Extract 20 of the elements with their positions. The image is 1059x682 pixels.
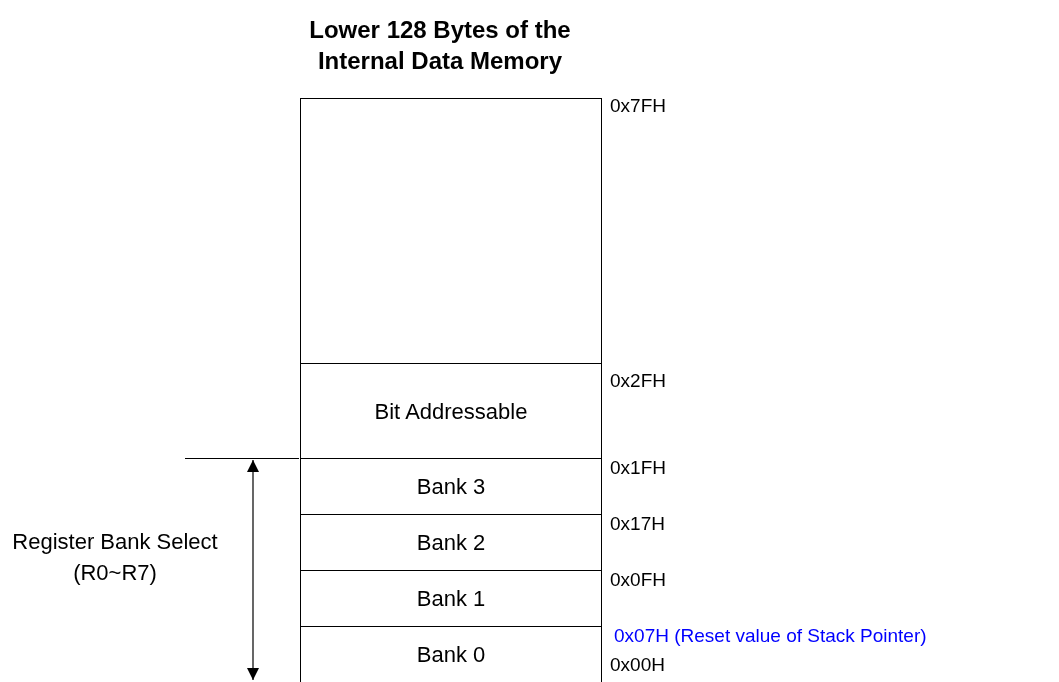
- region-label: Bank 3: [416, 474, 486, 500]
- diagram-title: Lower 128 Bytes of the Internal Data Memory: [308, 15, 572, 76]
- memory-region: [300, 570, 602, 627]
- address-label: 0x1FH: [610, 457, 666, 479]
- memory-region: [300, 363, 602, 459]
- register-bank-label: Register Bank Select (R0~R7): [11, 528, 219, 587]
- region-label: Bank 1: [416, 586, 486, 612]
- region-label: Bit Addressable: [374, 398, 528, 425]
- memory-region: [300, 458, 602, 515]
- address-label: 0x7FH: [610, 95, 666, 117]
- address-label: 0x0FH: [610, 569, 666, 591]
- memory-region: [300, 98, 602, 364]
- memory-region: [300, 626, 602, 682]
- address-label: 0x00H: [610, 654, 665, 676]
- address-label: 0x2FH: [610, 370, 666, 392]
- address-label: 0x07H (Reset value of Stack Pointer): [614, 625, 927, 647]
- address-label: 0x17H: [610, 513, 665, 535]
- region-label: Bank 0: [416, 641, 486, 668]
- region-label: Bank 2: [416, 530, 486, 556]
- memory-region: [300, 514, 602, 571]
